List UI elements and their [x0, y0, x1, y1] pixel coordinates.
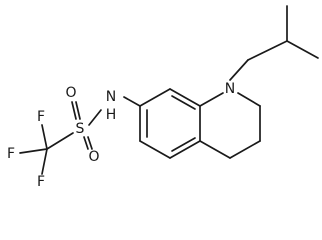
bond-ch-me-right [286, 40, 319, 59]
bond-ar-5 [139, 140, 171, 159]
atom-label-nitrogen-ring: N [225, 81, 235, 97]
atom-label-oxygen-top: O [65, 85, 76, 101]
bond-s-o-bottom-a [83, 136, 89, 150]
atom-label-hydrogen: H [106, 107, 117, 123]
bond-ar-4 [169, 140, 201, 159]
bond-s-n [88, 109, 102, 126]
bond-ar-inner-1 [171, 95, 196, 110]
atom-label-fluorine-bottom: F [37, 174, 45, 190]
atom-label-sulfur: S [76, 121, 85, 137]
bond-ar-2 [169, 88, 201, 107]
bond-ar-inner-2 [171, 137, 196, 152]
atom-labels: F F F S O O N H N [7, 81, 235, 190]
bond-c-f-bottom [41, 148, 48, 175]
atom-label-fluorine-top: F [37, 109, 45, 125]
chemical-structure: F F F S O O N H N [7, 5, 319, 190]
bond-n-ch2 [229, 59, 249, 81]
bonds [19, 5, 319, 175]
atom-label-oxygen-bottom: O [88, 149, 99, 165]
bond-sat-4 [229, 140, 261, 159]
atom-label-nitrogen-sulfonamide: N [106, 89, 116, 105]
bond-s-o-bottom-b [87, 136, 93, 150]
bond-sat-5 [199, 140, 231, 159]
bond-sat-2 [237, 92, 261, 107]
bond-s-o-top-b [75, 101, 81, 120]
bond-c-f-top [41, 124, 48, 150]
bond-c-f-left [19, 148, 48, 154]
bond-ar-1 [139, 88, 171, 107]
bond-ch2-ch [247, 40, 288, 61]
bond-sat-1 [199, 92, 224, 107]
bond-s-o-top-a [71, 101, 77, 120]
bond-c-s [46, 132, 74, 150]
atom-label-fluorine-left: F [7, 146, 15, 162]
bond-n-ar [123, 96, 141, 107]
